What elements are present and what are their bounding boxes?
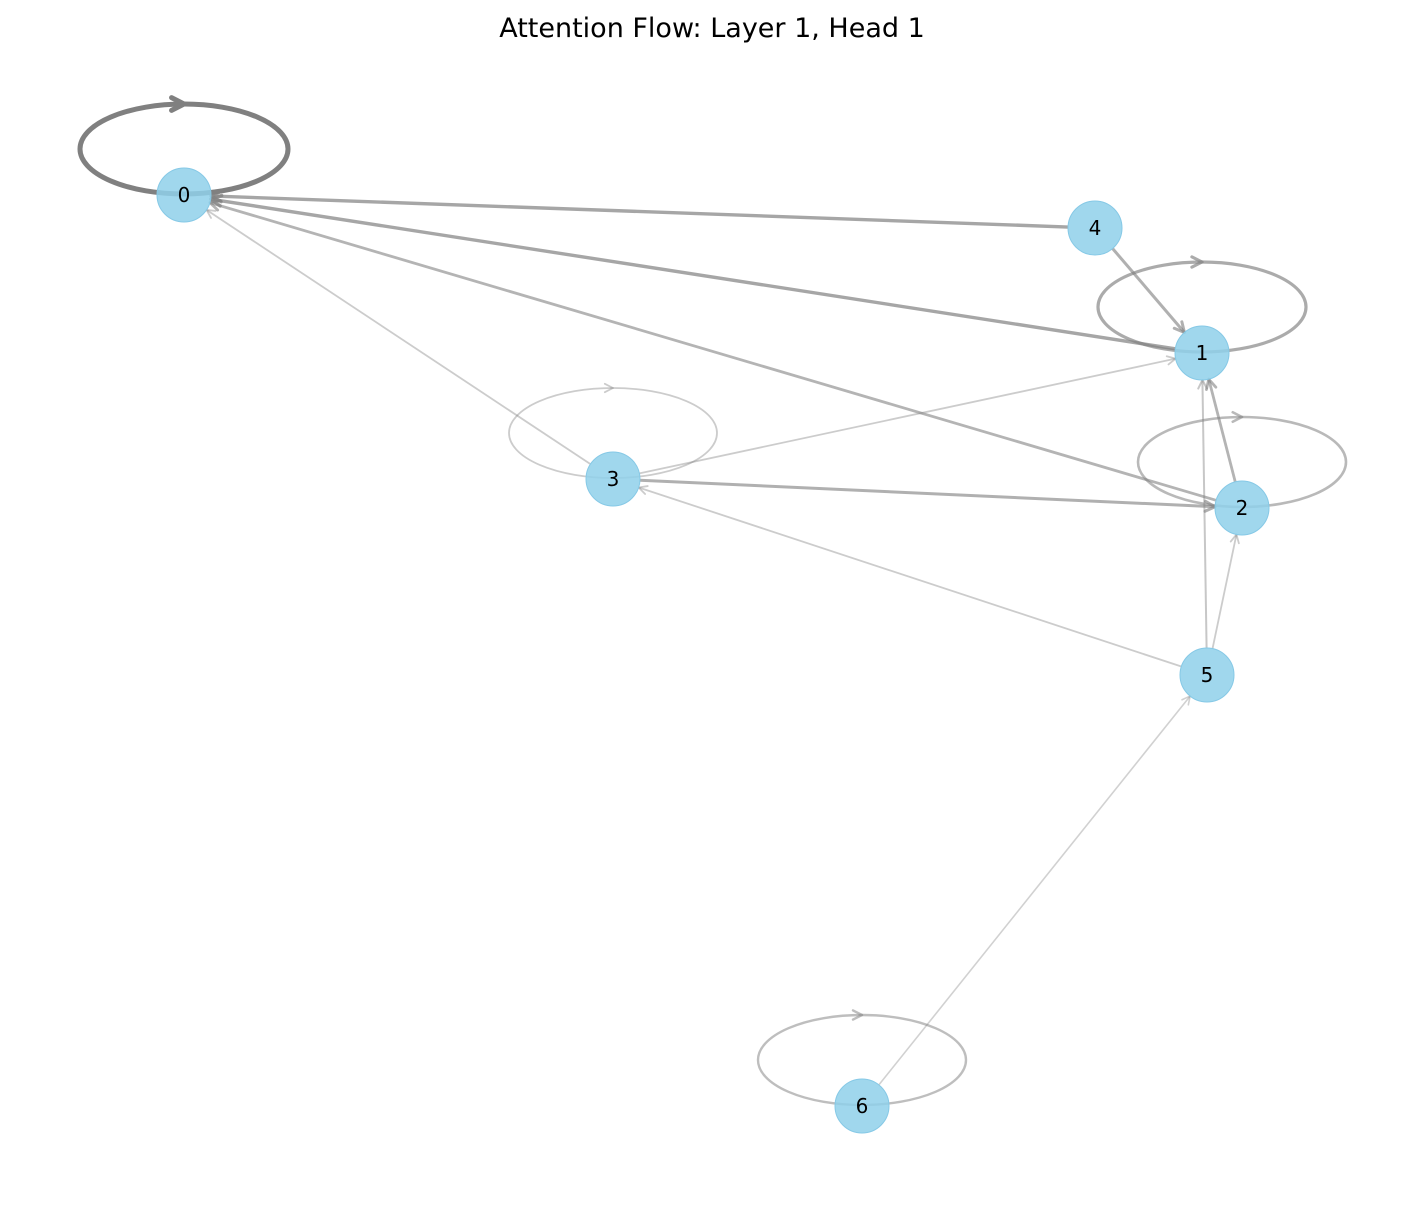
node-6-label: 6 [856, 1094, 869, 1118]
edge-0-to-0-arrow [169, 95, 187, 113]
edge-5-to-3 [638, 486, 1182, 668]
node-1-circle [1174, 325, 1230, 381]
node-3-label: 3 [607, 467, 620, 491]
edge-5-to-2 [1211, 534, 1238, 649]
edge-6-to-6-arrow [851, 1009, 864, 1021]
node-5-label: 5 [1201, 663, 1214, 687]
node-5: 5 [1179, 647, 1235, 703]
edges-layer [77, 95, 1348, 1107]
edge-4-to-0 [210, 194, 1069, 229]
edge-2-to-1 [1207, 378, 1237, 483]
edge-4-to-1 [1111, 247, 1186, 334]
node-5-circle [1179, 647, 1235, 703]
chart-title: Attention Flow: Layer 1, Head 1 [499, 13, 925, 44]
node-1: 1 [1174, 325, 1230, 381]
node-2: 2 [1214, 480, 1270, 536]
node-0-label: 0 [178, 183, 191, 207]
edge-3-to-1 [639, 357, 1176, 475]
edge-5-to-1 [1201, 379, 1208, 649]
node-0-circle [156, 167, 212, 223]
node-2-label: 2 [1236, 496, 1249, 520]
edge-3-to-0 [206, 209, 591, 465]
edge-1-to-0 [210, 197, 1176, 351]
node-4-label: 4 [1089, 216, 1102, 240]
nodes-layer: 0 1 2 3 4 5 6 [156, 167, 1270, 1134]
node-4: 4 [1067, 200, 1123, 256]
node-2-circle [1214, 480, 1270, 536]
node-6: 6 [834, 1078, 890, 1134]
node-6-circle [834, 1078, 890, 1134]
node-4-circle [1067, 200, 1123, 256]
edge-2-to-0 [209, 201, 1217, 502]
edge-2-to-2-arrow [1231, 410, 1244, 424]
node-1-label: 1 [1196, 341, 1209, 365]
edge-1-to-1-arrow [1190, 255, 1204, 269]
edge-3-to-3-arrow [603, 382, 614, 394]
node-0: 0 [156, 167, 212, 223]
edge-6-to-5 [878, 695, 1191, 1086]
node-3: 3 [585, 451, 641, 507]
node-3-circle [585, 451, 641, 507]
edge-3-to-2 [639, 478, 1216, 509]
